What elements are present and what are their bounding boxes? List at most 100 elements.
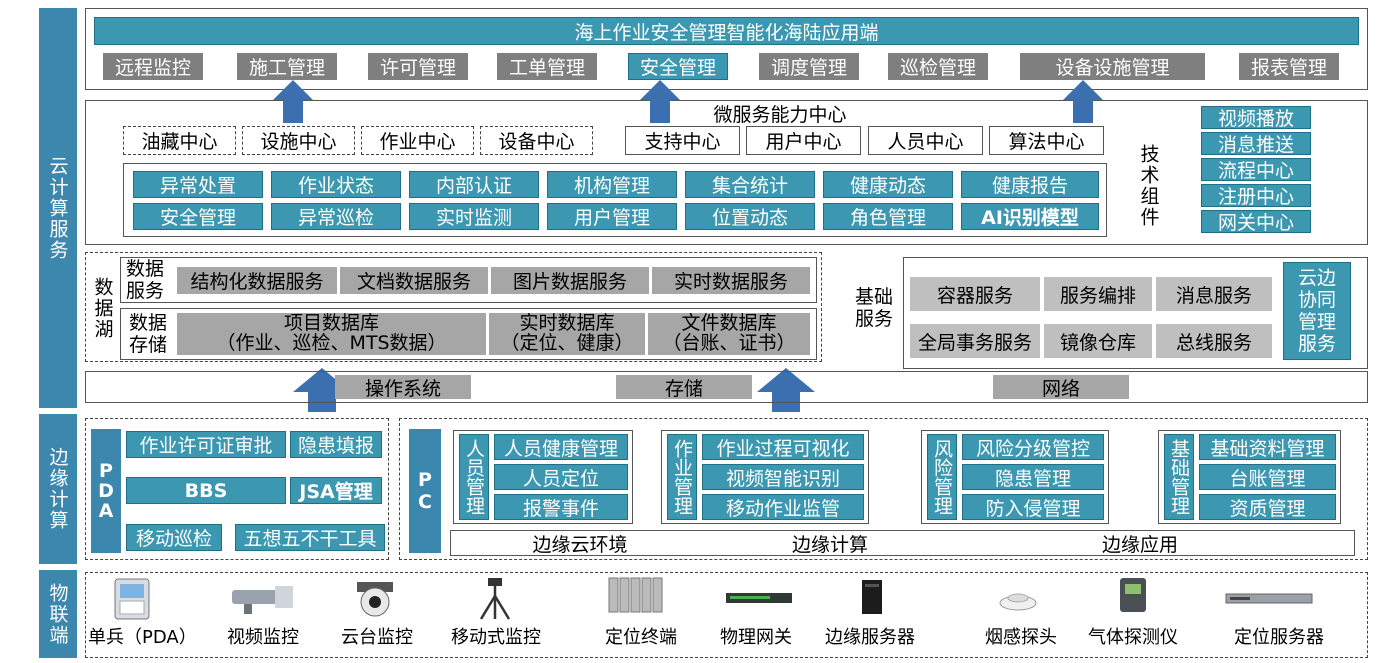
- svc-exception-patrol[interactable]: 异常巡检: [271, 203, 401, 230]
- tech-message-push[interactable]: 消息推送: [1201, 132, 1311, 155]
- pc-label: PC: [409, 429, 441, 553]
- svc-role-mgmt[interactable]: 角色管理: [823, 203, 953, 230]
- svc-exception-handling[interactable]: 异常处置: [133, 171, 263, 198]
- pc-group-operation: [661, 430, 869, 524]
- pc-alarm-event[interactable]: 报警事件: [494, 494, 628, 520]
- db-realtime[interactable]: 实时数据库 （定位、健康）: [489, 313, 645, 355]
- data-lake-frame: [85, 252, 822, 362]
- base-image-repo[interactable]: 镜像仓库: [1044, 324, 1152, 358]
- center-personnel[interactable]: 人员中心: [868, 126, 983, 155]
- svc-health-dynamic[interactable]: 健康动态: [823, 171, 953, 198]
- pda-jsa[interactable]: JSA管理: [290, 477, 382, 504]
- pda-bbs[interactable]: BBS: [126, 477, 286, 504]
- base-container[interactable]: 容器服务: [910, 277, 1040, 311]
- device-label-edge-server: 边缘服务器: [825, 627, 915, 648]
- pc-frame: [399, 418, 1368, 560]
- cloud-edge-collab[interactable]: 云边协同管理服务: [1283, 262, 1351, 360]
- pda-label: PDA: [91, 429, 121, 553]
- pc-process-visual[interactable]: 作业过程可视化: [702, 434, 864, 460]
- pc-basic-data[interactable]: 基础资料管理: [1199, 434, 1336, 460]
- base-bus[interactable]: 总线服务: [1156, 324, 1272, 358]
- svc-work-status[interactable]: 作业状态: [271, 171, 401, 198]
- up-arrow-icon: [273, 80, 313, 123]
- db-project-detail: （作业、巡检、MTS数据）: [216, 332, 447, 354]
- db-realtime-name: 实时数据库: [519, 312, 615, 334]
- data-svc-image[interactable]: 图片数据服务: [491, 267, 649, 294]
- data-service-label: 数据服务: [125, 258, 164, 302]
- svc-health-report[interactable]: 健康报告: [961, 171, 1099, 198]
- db-file[interactable]: 文件数据库 （台账、证书）: [648, 313, 810, 355]
- positioning-terminal-icon: [608, 577, 663, 613]
- center-equipment[interactable]: 设备中心: [480, 126, 593, 155]
- module-work-order[interactable]: 工单管理: [497, 53, 597, 80]
- data-storage-label: 数据存储: [128, 312, 167, 356]
- base-message[interactable]: 消息服务: [1156, 277, 1272, 311]
- pc-hazard-mgmt[interactable]: 隐患管理: [962, 464, 1104, 490]
- pda-mobile-patrol[interactable]: 移动巡检: [126, 524, 222, 551]
- db-project-name: 项目数据库: [283, 312, 379, 334]
- infra-network[interactable]: 网络: [993, 375, 1129, 399]
- svc-internal-auth[interactable]: 内部认证: [409, 171, 539, 198]
- module-remote-monitoring[interactable]: 远程监控: [103, 53, 203, 80]
- base-global-transaction[interactable]: 全局事务服务: [910, 324, 1040, 358]
- pc-personnel-location[interactable]: 人员定位: [494, 464, 628, 490]
- tech-gateway-center[interactable]: 网关中心: [1201, 210, 1311, 233]
- center-algorithm[interactable]: 算法中心: [989, 126, 1104, 155]
- pc-ledger-mgmt[interactable]: 台账管理: [1199, 464, 1336, 490]
- app-title: 海上作业安全管理智能化海陆应用端: [94, 17, 1359, 45]
- up-arrow-icon: [1063, 80, 1103, 123]
- pc-video-recognition[interactable]: 视频智能识别: [702, 464, 864, 490]
- pda-hazard-report[interactable]: 隐患填报: [290, 431, 382, 458]
- edge-server-icon: [862, 580, 882, 614]
- data-storage-frame: [120, 308, 817, 360]
- center-facility[interactable]: 设施中心: [242, 126, 355, 155]
- svc-user-mgmt[interactable]: 用户管理: [547, 203, 677, 230]
- pc-mobile-supervision[interactable]: 移动作业监管: [702, 494, 864, 520]
- tech-registry-center[interactable]: 注册中心: [1201, 184, 1311, 207]
- svc-ai-model[interactable]: AI识别模型: [961, 203, 1099, 230]
- center-reservoir[interactable]: 油藏中心: [123, 126, 236, 155]
- pc-group-personnel: [453, 430, 633, 524]
- device-label-rack-server: 定位服务器: [1234, 627, 1324, 648]
- pda-five-tools[interactable]: 五想五不干工具: [235, 524, 385, 551]
- module-permit[interactable]: 许可管理: [368, 53, 468, 80]
- module-equipment[interactable]: 设备设施管理: [1020, 53, 1205, 80]
- pc-risk-grading[interactable]: 风险分级管控: [962, 434, 1104, 460]
- module-inspection[interactable]: 巡检管理: [888, 53, 988, 80]
- db-project[interactable]: 项目数据库 （作业、巡检、MTS数据）: [177, 313, 486, 355]
- svc-org-mgmt[interactable]: 机构管理: [547, 171, 677, 198]
- pda-permit-approval[interactable]: 作业许可证审批: [126, 431, 286, 458]
- device-label-smoke: 烟感探头: [985, 627, 1057, 648]
- module-report[interactable]: 报表管理: [1239, 53, 1339, 80]
- module-construction[interactable]: 施工管理: [237, 53, 337, 80]
- side-label-iot: 物联端: [39, 570, 77, 658]
- data-svc-structured[interactable]: 结构化数据服务: [177, 267, 337, 294]
- module-safety[interactable]: 安全管理: [628, 53, 728, 80]
- center-operation[interactable]: 作业中心: [361, 126, 474, 155]
- pc-group-base-label: 基础管理: [1164, 434, 1194, 520]
- pc-qualification[interactable]: 资质管理: [1199, 494, 1336, 520]
- db-realtime-detail: （定位、健康）: [500, 332, 634, 354]
- device-label-video: 视频监控: [227, 627, 299, 648]
- module-dispatch[interactable]: 调度管理: [759, 53, 859, 80]
- center-user[interactable]: 用户中心: [746, 126, 861, 155]
- data-svc-document[interactable]: 文档数据服务: [340, 267, 488, 294]
- infra-os[interactable]: 操作系统: [335, 375, 471, 399]
- base-service-label: 基础服务: [854, 286, 893, 330]
- device-label-pda: 单兵（PDA）: [88, 627, 197, 648]
- base-orchestration[interactable]: 服务编排: [1044, 277, 1152, 311]
- svc-safety-mgmt[interactable]: 安全管理: [133, 203, 263, 230]
- svc-location-dynamic[interactable]: 位置动态: [685, 203, 815, 230]
- side-label-edge: 边缘计算: [39, 414, 77, 564]
- svc-realtime-monitor[interactable]: 实时监测: [409, 203, 539, 230]
- tech-process-center[interactable]: 流程中心: [1201, 158, 1311, 181]
- tripod-camera-icon: [479, 578, 511, 620]
- tech-video-play[interactable]: 视频播放: [1201, 106, 1311, 129]
- center-support[interactable]: 支持中心: [625, 126, 740, 155]
- infra-storage[interactable]: 存储: [616, 375, 752, 399]
- data-svc-realtime[interactable]: 实时数据服务: [652, 267, 810, 294]
- up-arrow-icon: [757, 368, 815, 412]
- pc-intrusion-mgmt[interactable]: 防入侵管理: [962, 494, 1104, 520]
- pc-health-mgmt[interactable]: 人员健康管理: [494, 434, 628, 460]
- svc-statistics[interactable]: 集合统计: [685, 171, 815, 198]
